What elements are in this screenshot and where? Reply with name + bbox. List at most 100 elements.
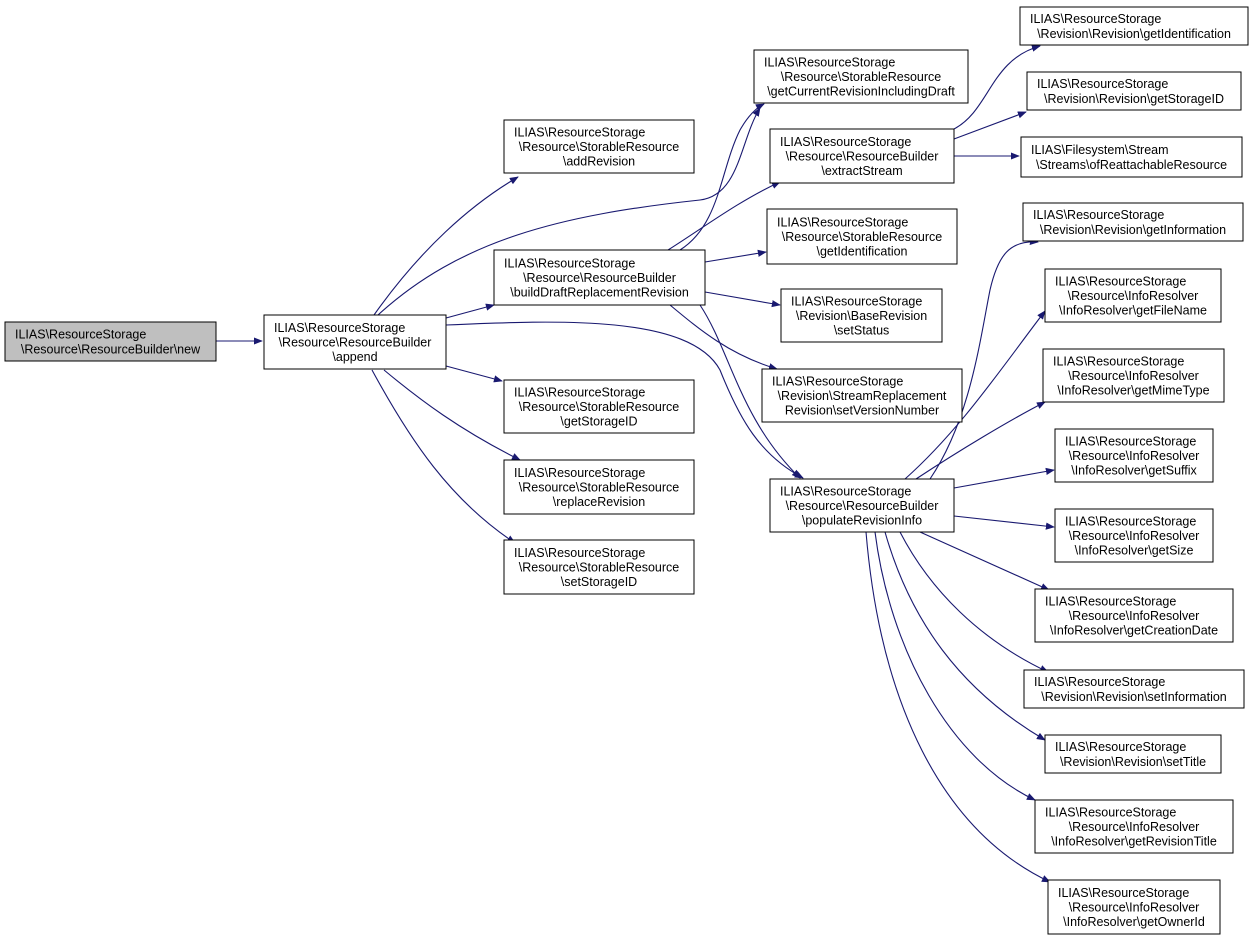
node-label-line: ILIAS\ResourceStorage xyxy=(780,484,911,498)
node-label-line: \Revision\Revision\setInformation xyxy=(1041,690,1227,704)
node-box xyxy=(1022,202,1244,242)
node-n11[interactable]: ILIAS\ResourceStorage\Revision\StreamRep… xyxy=(761,368,963,423)
edge-n3-n9 xyxy=(704,249,767,263)
node-label-line: ILIAS\ResourceStorage xyxy=(1045,805,1176,819)
node-label-line: \getCurrentRevisionIncludingDraft xyxy=(767,85,955,99)
edge-n1-n6 xyxy=(371,369,516,544)
node-label-line: \append xyxy=(332,350,377,364)
node-box xyxy=(1044,734,1222,774)
node-n5[interactable]: ILIAS\ResourceStorage\Resource\StorableR… xyxy=(503,459,695,515)
node-box xyxy=(1023,669,1245,709)
node-label-line: \replaceRevision xyxy=(553,495,645,509)
edge-n8-n13 xyxy=(953,44,1041,130)
node-label-line: \populateRevisionInfo xyxy=(802,514,922,528)
node-n22[interactable]: ILIAS\ResourceStorage\Revision\Revision\… xyxy=(1023,669,1245,709)
node-n23[interactable]: ILIAS\ResourceStorage\Revision\Revision\… xyxy=(1044,734,1222,774)
edge-n12-n18 xyxy=(915,401,1046,480)
node-label-line: \setStatus xyxy=(834,324,890,338)
node-label-line: \Resource\StorableResource xyxy=(519,481,680,495)
node-label-line: ILIAS\ResourceStorage xyxy=(1045,594,1176,608)
node-label-line: \Streams\ofReattachableResource xyxy=(1036,158,1227,172)
node-n2[interactable]: ILIAS\ResourceStorage\Resource\StorableR… xyxy=(503,119,695,174)
node-label-line: ILIAS\ResourceStorage xyxy=(1055,740,1186,754)
node-n17[interactable]: ILIAS\ResourceStorage\Resource\InfoResol… xyxy=(1044,268,1222,323)
edge-n12-n21 xyxy=(919,531,1050,591)
node-label-line: \InfoResolver\getCreationDate xyxy=(1050,624,1218,638)
edge-n12-n16 xyxy=(929,237,1039,480)
node-label-line: \Resource\ResourceBuilder xyxy=(279,336,432,350)
node-label-line: ILIAS\ResourceStorage xyxy=(504,256,635,270)
node-box xyxy=(263,314,447,370)
node-n18[interactable]: ILIAS\ResourceStorage\Resource\InfoResol… xyxy=(1042,348,1225,403)
node-n8[interactable]: ILIAS\ResourceStorage\Resource\ResourceB… xyxy=(769,128,955,184)
node-n7[interactable]: ILIAS\ResourceStorage\Resource\StorableR… xyxy=(753,49,969,104)
node-n15[interactable]: ILIAS\Filesystem\Stream\Streams\ofReatta… xyxy=(1020,136,1243,178)
node-label-line: ILIAS\ResourceStorage xyxy=(1030,12,1161,26)
node-n12[interactable]: ILIAS\ResourceStorage\Resource\ResourceB… xyxy=(769,478,955,533)
node-label-line: \Revision\Revision\getInformation xyxy=(1040,223,1226,237)
node-label-line: ILIAS\ResourceStorage xyxy=(1037,77,1168,91)
node-n4[interactable]: ILIAS\ResourceStorage\Resource\StorableR… xyxy=(503,379,695,434)
node-n13[interactable]: ILIAS\ResourceStorage\Revision\Revision\… xyxy=(1019,6,1249,46)
node-n1[interactable]: ILIAS\ResourceStorage\Resource\ResourceB… xyxy=(263,314,447,370)
edge-n12-n20 xyxy=(953,515,1055,530)
node-box xyxy=(4,321,217,362)
node-label-line: \Revision\Revision\getStorageID xyxy=(1044,92,1224,106)
node-label-line: \buildDraftReplacementRevision xyxy=(510,286,689,300)
node-label-line: \InfoResolver\getRevisionTitle xyxy=(1051,835,1217,849)
edge-n3-n11 xyxy=(669,304,778,371)
edge-n12-n25 xyxy=(865,531,1051,883)
node-label-line: \Resource\ResourceBuilder xyxy=(523,271,676,285)
node-label-line: \Resource\StorableResource xyxy=(781,70,942,84)
node-n3[interactable]: ILIAS\ResourceStorage\Resource\ResourceB… xyxy=(493,249,706,306)
edge-layer xyxy=(216,44,1055,883)
node-n16[interactable]: ILIAS\ResourceStorage\Revision\Revision\… xyxy=(1022,202,1244,242)
node-n19[interactable]: ILIAS\ResourceStorage\Resource\InfoResol… xyxy=(1054,428,1214,483)
node-label-line: \Resource\InfoResolver xyxy=(1069,820,1200,834)
node-box xyxy=(761,368,963,423)
node-label-line: \Resource\InfoResolver xyxy=(1069,609,1200,623)
node-box xyxy=(766,208,958,265)
edge-n8-n14 xyxy=(953,111,1027,140)
node-label-line: \Resource\StorableResource xyxy=(519,400,680,414)
node-n9[interactable]: ILIAS\ResourceStorage\Resource\StorableR… xyxy=(766,208,958,265)
node-box xyxy=(503,119,695,174)
edge-n3-n10 xyxy=(704,291,781,308)
node-label-line: \Revision\Revision\setTitle xyxy=(1060,755,1206,769)
edge-n1-n2 xyxy=(373,176,519,316)
edge-n1-n12 xyxy=(445,321,804,479)
node-label-line: ILIAS\Filesystem\Stream xyxy=(1031,143,1169,157)
node-label-line: ILIAS\ResourceStorage xyxy=(1058,886,1189,900)
node-label-line: Revision\setVersionNumber xyxy=(785,404,939,418)
edge-n1-n5 xyxy=(383,369,521,461)
edge-n3-n12 xyxy=(699,304,801,479)
node-box xyxy=(769,478,955,533)
node-box xyxy=(503,459,695,515)
node-label-line: \addRevision xyxy=(563,155,635,169)
node-n14[interactable]: ILIAS\ResourceStorage\Revision\Revision\… xyxy=(1026,71,1242,111)
node-box xyxy=(1034,588,1234,643)
node-n0[interactable]: ILIAS\ResourceStorage\Resource\ResourceB… xyxy=(4,321,217,362)
edge-n12-n22 xyxy=(899,531,1049,673)
node-label-line: \Resource\InfoResolver xyxy=(1069,901,1200,915)
node-box xyxy=(769,128,955,184)
node-n21[interactable]: ILIAS\ResourceStorage\Resource\InfoResol… xyxy=(1034,588,1234,643)
node-n25[interactable]: ILIAS\ResourceStorage\Resource\InfoResol… xyxy=(1047,879,1221,935)
node-n10[interactable]: ILIAS\ResourceStorage\Revision\BaseRevis… xyxy=(780,288,943,343)
node-box xyxy=(1020,136,1243,178)
node-label-line: \Revision\StreamReplacement xyxy=(778,389,947,403)
node-label-line: \Resource\StorableResource xyxy=(782,230,943,244)
node-label-line: ILIAS\ResourceStorage xyxy=(777,215,908,229)
node-label-line: \InfoResolver\getFileName xyxy=(1059,304,1207,318)
node-label-line: \Revision\Revision\getIdentification xyxy=(1037,27,1231,41)
node-label-line: \Resource\StorableResource xyxy=(519,140,680,154)
node-label-line: ILIAS\ResourceStorage xyxy=(780,135,911,149)
node-label-line: \getStorageID xyxy=(560,415,637,429)
node-label-line: \Resource\ResourceBuilder xyxy=(786,499,939,513)
node-n20[interactable]: ILIAS\ResourceStorage\Resource\InfoResol… xyxy=(1054,508,1214,563)
node-n24[interactable]: ILIAS\ResourceStorage\Resource\InfoResol… xyxy=(1034,799,1234,854)
edge-n3-n8 xyxy=(667,181,781,251)
node-n6[interactable]: ILIAS\ResourceStorage\Resource\StorableR… xyxy=(503,539,695,595)
node-label-line: ILIAS\ResourceStorage xyxy=(514,385,645,399)
